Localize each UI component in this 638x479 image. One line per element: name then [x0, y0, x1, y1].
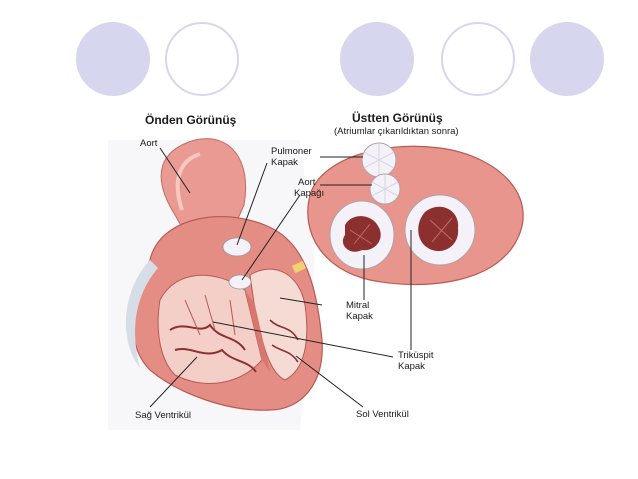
label-mitral-2: Kapak [346, 311, 373, 322]
label-trikuspit-2: Kapak [398, 361, 425, 372]
pulmonary-valve-front [223, 238, 251, 256]
top-view-subtitle: (Atriumlar çıkarıldıktan sonra) [334, 126, 459, 137]
label-pulmoner-1: Pulmoner [271, 146, 312, 157]
aortic-valve-front [229, 275, 251, 289]
label-pulmoner-2: Kapak [271, 157, 298, 168]
label-aort-kapak-2: Kapağı [294, 188, 324, 199]
label-aort-kapak-1: Aort [298, 177, 315, 188]
front-view-title: Önden Görünüş [145, 113, 236, 127]
label-trikuspit-1: Triküspit [398, 350, 434, 361]
label-sag-ventrikul: Sağ Ventrikül [135, 410, 191, 421]
label-sol-ventrikul: Sol Ventrikül [356, 409, 409, 420]
label-mitral-1: Mitral [346, 300, 369, 311]
label-aort: Aort [140, 138, 157, 149]
top-view-title: Üstten Görünüş [352, 111, 443, 125]
